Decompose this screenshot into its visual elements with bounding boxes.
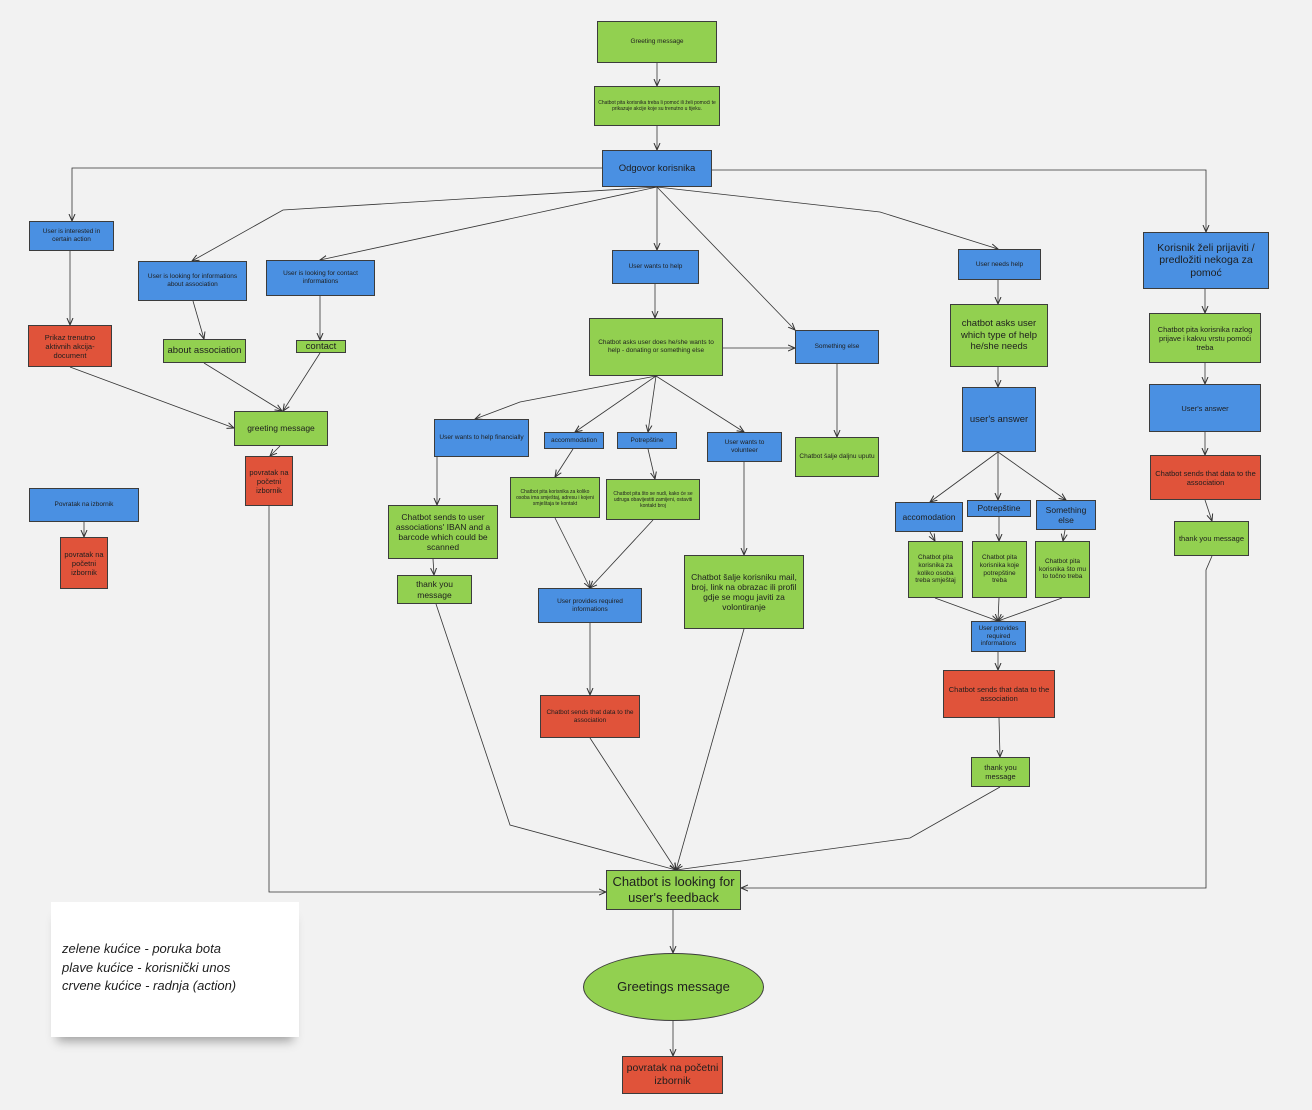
chatbot-asks-type-node: chatbot asks user which type of help he/… xyxy=(950,304,1048,367)
thank-you-far-node: thank you message xyxy=(1174,521,1249,556)
something-else-right-node: Something else xyxy=(1036,500,1096,530)
edge xyxy=(930,531,935,541)
edge xyxy=(999,717,1000,757)
user-interested-action-node: User is interested in certain action xyxy=(29,221,114,251)
edge xyxy=(656,186,998,249)
legend-line-blue: plave kućice - korisnički unos xyxy=(62,959,231,975)
potrepstine-left-node: Potrepštine xyxy=(617,432,677,449)
about-association-node: about association xyxy=(163,339,246,363)
legend-line-green: zelene kućice - poruka bota xyxy=(62,941,221,956)
edge xyxy=(1063,529,1065,541)
greeting-message-top-node: Greeting message xyxy=(597,21,717,63)
edge xyxy=(998,597,1063,621)
povratak-mid-node: povratak na početni izbornik xyxy=(245,456,293,506)
contact-node: contact xyxy=(296,340,346,353)
edge xyxy=(1204,499,1212,521)
user-provides-info-right-node: User provides required informations xyxy=(971,621,1026,652)
potrepstine-right-node: Potrepštine xyxy=(967,500,1031,517)
greeting-message-mid-node: greeting message xyxy=(234,411,328,446)
accommodation-left-node: accommodation xyxy=(544,432,604,449)
thank-you-right-node: thank you message xyxy=(971,757,1030,787)
edge xyxy=(203,362,282,411)
users-answer-node: user's answer xyxy=(962,387,1036,452)
legend-note: zelene kućice - poruka bota plave kućice… xyxy=(51,902,299,1037)
chatbot-pita-potrepstine-node: Chatbot pita korisnika koje potrepštine … xyxy=(972,541,1027,598)
chatbot-salje-mail-node: Chatbot šalje korisniku mail, broj, link… xyxy=(684,555,804,629)
odgovor-korisnika-node: Odgovor korisnika xyxy=(602,150,712,187)
user-wants-to-help-node: User wants to help xyxy=(612,250,699,284)
chatbot-salje-daljnu-node: Chatbot šalje daljnu uputu xyxy=(795,437,879,477)
greetings-message-ellipse: Greetings message xyxy=(583,953,764,1021)
edge xyxy=(741,555,1213,888)
edge xyxy=(655,375,744,432)
korisnik-zeli-prijaviti-node: Korisnik želi prijaviti / predložiti nek… xyxy=(1143,232,1269,289)
chatbot-asks-donate-node: Chatbot asks user does he/she wants to h… xyxy=(589,318,723,376)
user-looking-contact-node: User is looking for contact informations xyxy=(266,260,375,296)
chatbot-pita-sto-node: Chatbot pita korisnika što mu to točno t… xyxy=(1035,541,1090,598)
edge xyxy=(555,448,574,477)
user-needs-help-node: User needs help xyxy=(958,249,1041,280)
edge xyxy=(997,451,1066,500)
chatbot-pita-razlog-node: Chatbot pita korisnika razlog prijave i … xyxy=(1149,313,1261,363)
users-answer-far-node: User's answer xyxy=(1149,384,1261,432)
chatbot-pita-osoba-right-node: Chatbot pita korisnika za koliko osoba t… xyxy=(908,541,963,598)
povratak-bottom-node: povratak na početni izbornik xyxy=(622,1056,723,1094)
user-wants-volunteer-node: User wants to volunteer xyxy=(707,432,782,462)
edge xyxy=(647,448,655,479)
sends-data-far-node: Chatbot sends that data to the associati… xyxy=(1150,455,1261,500)
edge xyxy=(934,597,998,621)
edge xyxy=(435,603,676,870)
chatbot-asks-help-node: Chatbot pita korisnika treba li pomoć il… xyxy=(594,86,720,126)
edge xyxy=(320,186,658,260)
edge xyxy=(676,628,745,870)
edge xyxy=(270,445,281,456)
sends-data-right-node: Chatbot sends that data to the associati… xyxy=(943,670,1055,718)
edge xyxy=(648,375,657,432)
chatbot-pita-osoba-left-node: Chatbot pita korisnika za koliko osoba i… xyxy=(510,477,600,518)
user-provides-info-mid-node: User provides required informations xyxy=(538,588,642,623)
edge xyxy=(998,597,999,621)
edge xyxy=(192,300,204,339)
chatbot-feedback-node: Chatbot is looking for user's feedback xyxy=(606,870,741,910)
edge xyxy=(475,375,657,419)
edge xyxy=(656,186,795,330)
edge xyxy=(283,352,321,411)
edge xyxy=(268,506,606,892)
edge xyxy=(930,451,999,502)
edge xyxy=(712,169,1206,232)
thank-you-left-node: thank you message xyxy=(397,575,472,604)
edge xyxy=(192,186,658,261)
accomodation-right-node: accomodation xyxy=(895,502,963,532)
edge xyxy=(589,737,676,870)
chatbot-sends-iban-node: Chatbot sends to user associations' IBAN… xyxy=(388,505,498,559)
prikaz-akcija-node: Prikaz trenutno aktivnih akcija- documen… xyxy=(28,325,112,367)
user-help-financially-node: User wants to help financially xyxy=(434,419,529,457)
povratak-left-node: povratak na početni izbornik xyxy=(60,537,108,589)
edge xyxy=(590,519,654,588)
edge xyxy=(575,375,657,432)
edge xyxy=(433,558,434,575)
something-else-top-node: Something else xyxy=(795,330,879,364)
user-looking-info-node: User is looking for informations about a… xyxy=(138,261,247,301)
edge xyxy=(69,366,234,428)
edge xyxy=(676,786,1001,870)
sends-data-mid-node: Chatbot sends that data to the associati… xyxy=(540,695,640,738)
legend-line-red: crvene kućice - radnja (action) xyxy=(62,978,237,993)
chatbot-pita-sto-se-nudi-node: Chatbot pita što se nudi, kako će se udr… xyxy=(606,479,700,520)
povratak-na-izbornik-node: Povratak na izbornik xyxy=(29,488,139,522)
edge xyxy=(72,167,602,221)
edge xyxy=(554,517,590,588)
